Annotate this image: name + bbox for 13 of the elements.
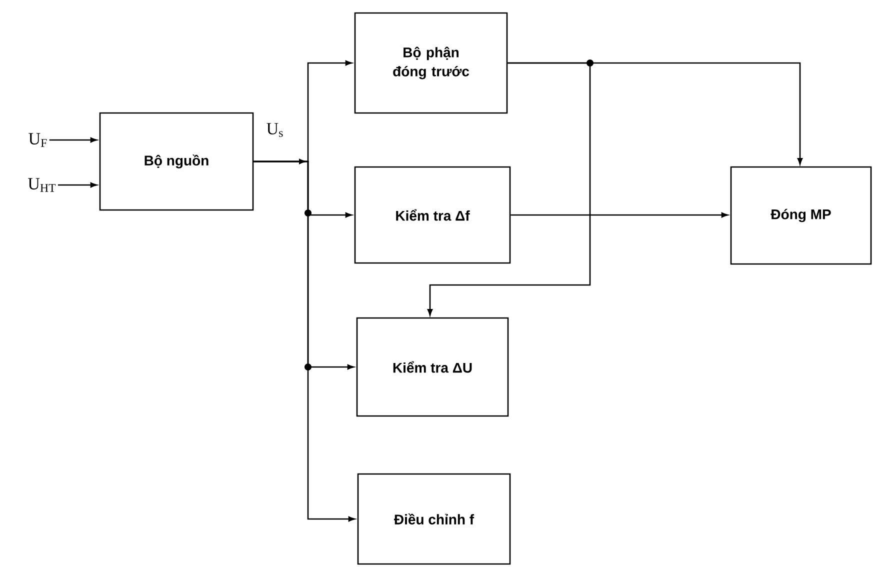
process-box: Kiểm tra ΔU (356, 317, 509, 417)
arrow (510, 212, 728, 218)
signal-label: U$_{F}$ (28, 133, 47, 147)
signal-label: U$_{HT}$ (28, 178, 56, 192)
process-box: Kiểm tra Δf (354, 166, 511, 264)
arrow (427, 60, 594, 316)
process-box: Bộ nguồn (99, 112, 254, 211)
arrow (58, 182, 97, 188)
process-box: Bộ phận đóng trước (354, 12, 508, 114)
arrow (254, 160, 355, 522)
process-box: Đóng MP (730, 166, 872, 265)
process-box: Điều chỉnh f (357, 473, 511, 565)
arrow (49, 137, 97, 143)
